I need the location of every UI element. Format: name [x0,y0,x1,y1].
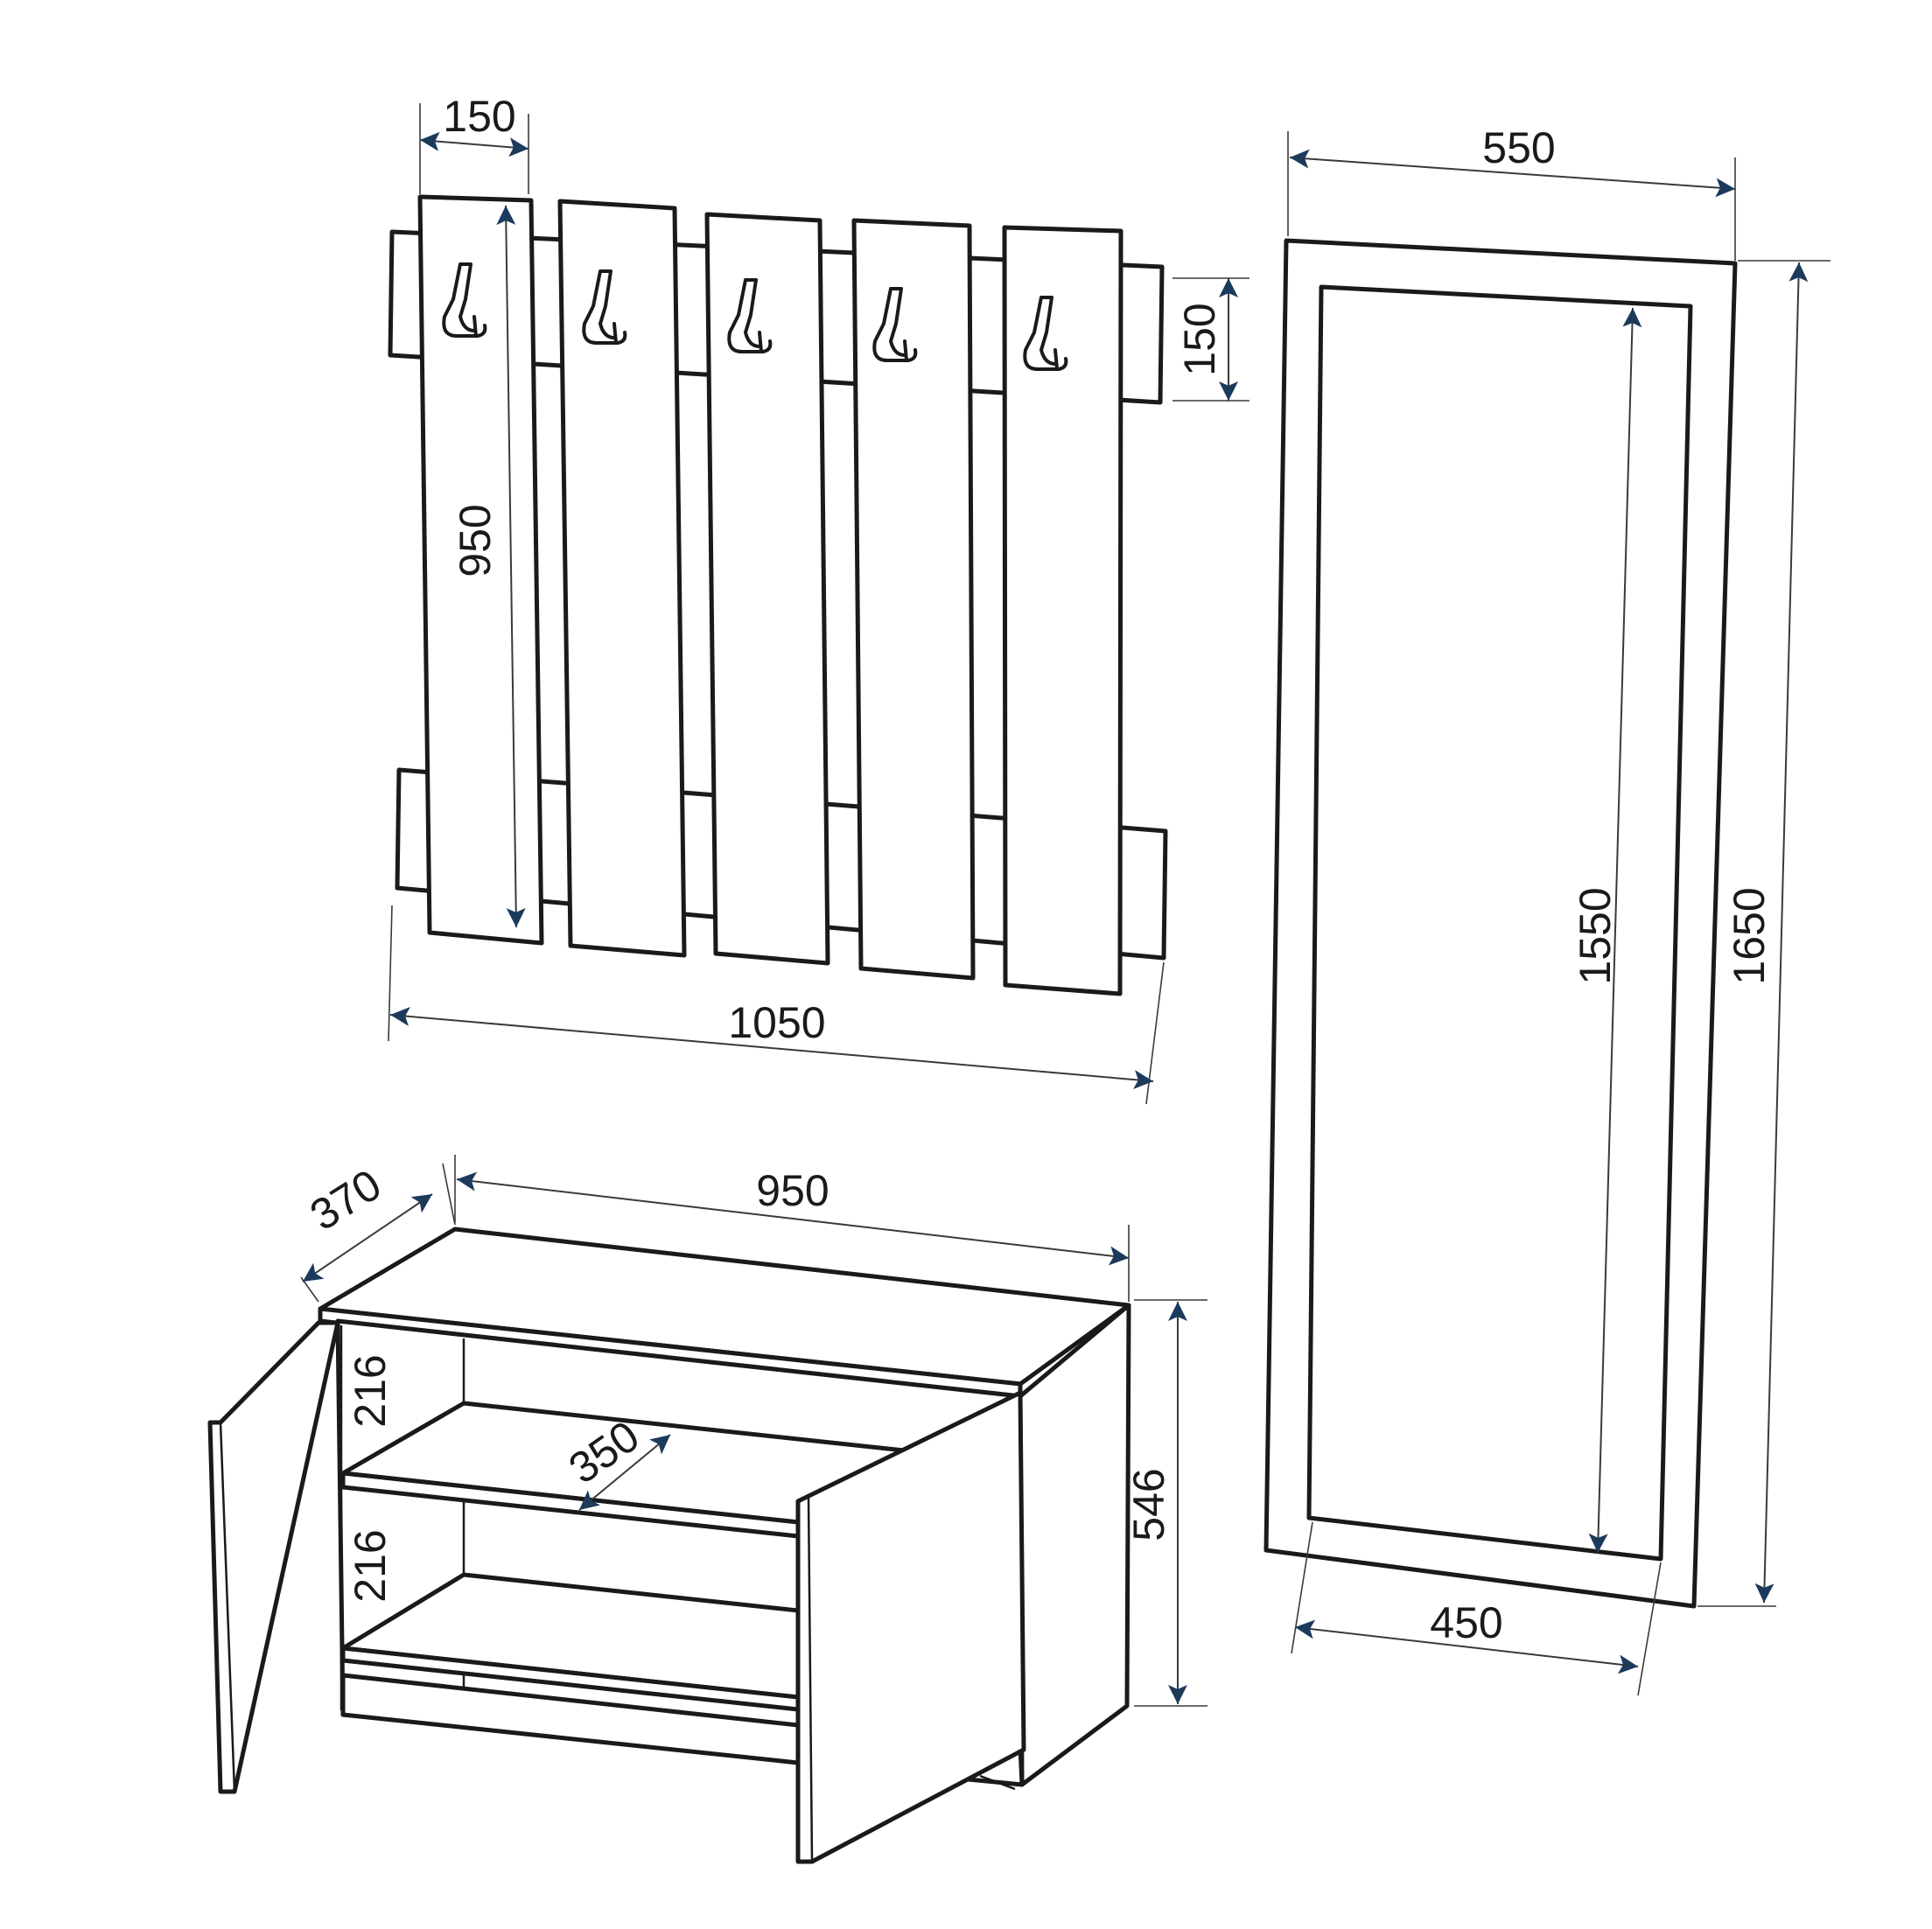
dim-label-mirror-inner-width: 450 [1430,1598,1502,1647]
dim-label-rack-width: 1050 [728,998,825,1047]
rack-slat-2 [557,199,687,958]
dim-label-cabinet-height: 546 [1124,1468,1173,1541]
dim-line-shelf-depth [578,1434,671,1511]
dim-line-cabinet-depth [302,1193,433,1283]
cabinet-door-right [795,1390,1026,1864]
cabinet-door-left [207,1320,340,1794]
coat-hook-icon [442,262,487,338]
dim-line-mirror-inner-height [1588,307,1642,1554]
dim-line-rack-height [496,205,526,928]
rack-slat-5 [1002,225,1124,996]
dim-line-mirror-outer-height [1754,262,1809,1604]
dim-label-cabinet-width: 950 [756,1166,829,1215]
dim-label-mirror-outer-width: 550 [1482,123,1555,172]
dim-line-cabinet-width [456,1171,1130,1266]
dim-label-shelf-lower-gap: 216 [346,1529,395,1602]
cabinet-right-side [1018,1303,1131,1787]
dim-line-rack-width [389,1006,1154,1090]
shoe-cabinet: 370 950 546 216 216 350 [207,1155,1208,1864]
dim-label-shelf-upper-gap: 216 [346,1354,395,1427]
dim-label-rack-height: 950 [451,504,500,577]
dim-line-slat-width [419,131,529,157]
mirror: 550 1550 1650 450 [1264,123,1830,1696]
coat-hook-icon [727,278,773,353]
coat-hook-icon [872,287,918,362]
dim-label-slat-width: 150 [443,92,515,141]
rack-slat-4 [851,218,976,981]
rack-slat-3 [704,212,830,966]
mirror-glass [1306,284,1693,1562]
coat-hook-icon [582,269,627,345]
dim-line-mirror-outer-width [1289,149,1736,198]
dim-label-cabinet-depth: 370 [302,1160,389,1241]
dim-label-mirror-inner-height: 1550 [1571,887,1620,984]
coat-rack: 150 950 150 1050 [388,92,1250,1105]
coat-hook-icon [1023,296,1068,371]
dim-line-mirror-inner-width [1294,1619,1639,1674]
dim-label-rail-height: 150 [1175,303,1224,375]
dim-label-mirror-outer-height: 1650 [1725,887,1774,984]
